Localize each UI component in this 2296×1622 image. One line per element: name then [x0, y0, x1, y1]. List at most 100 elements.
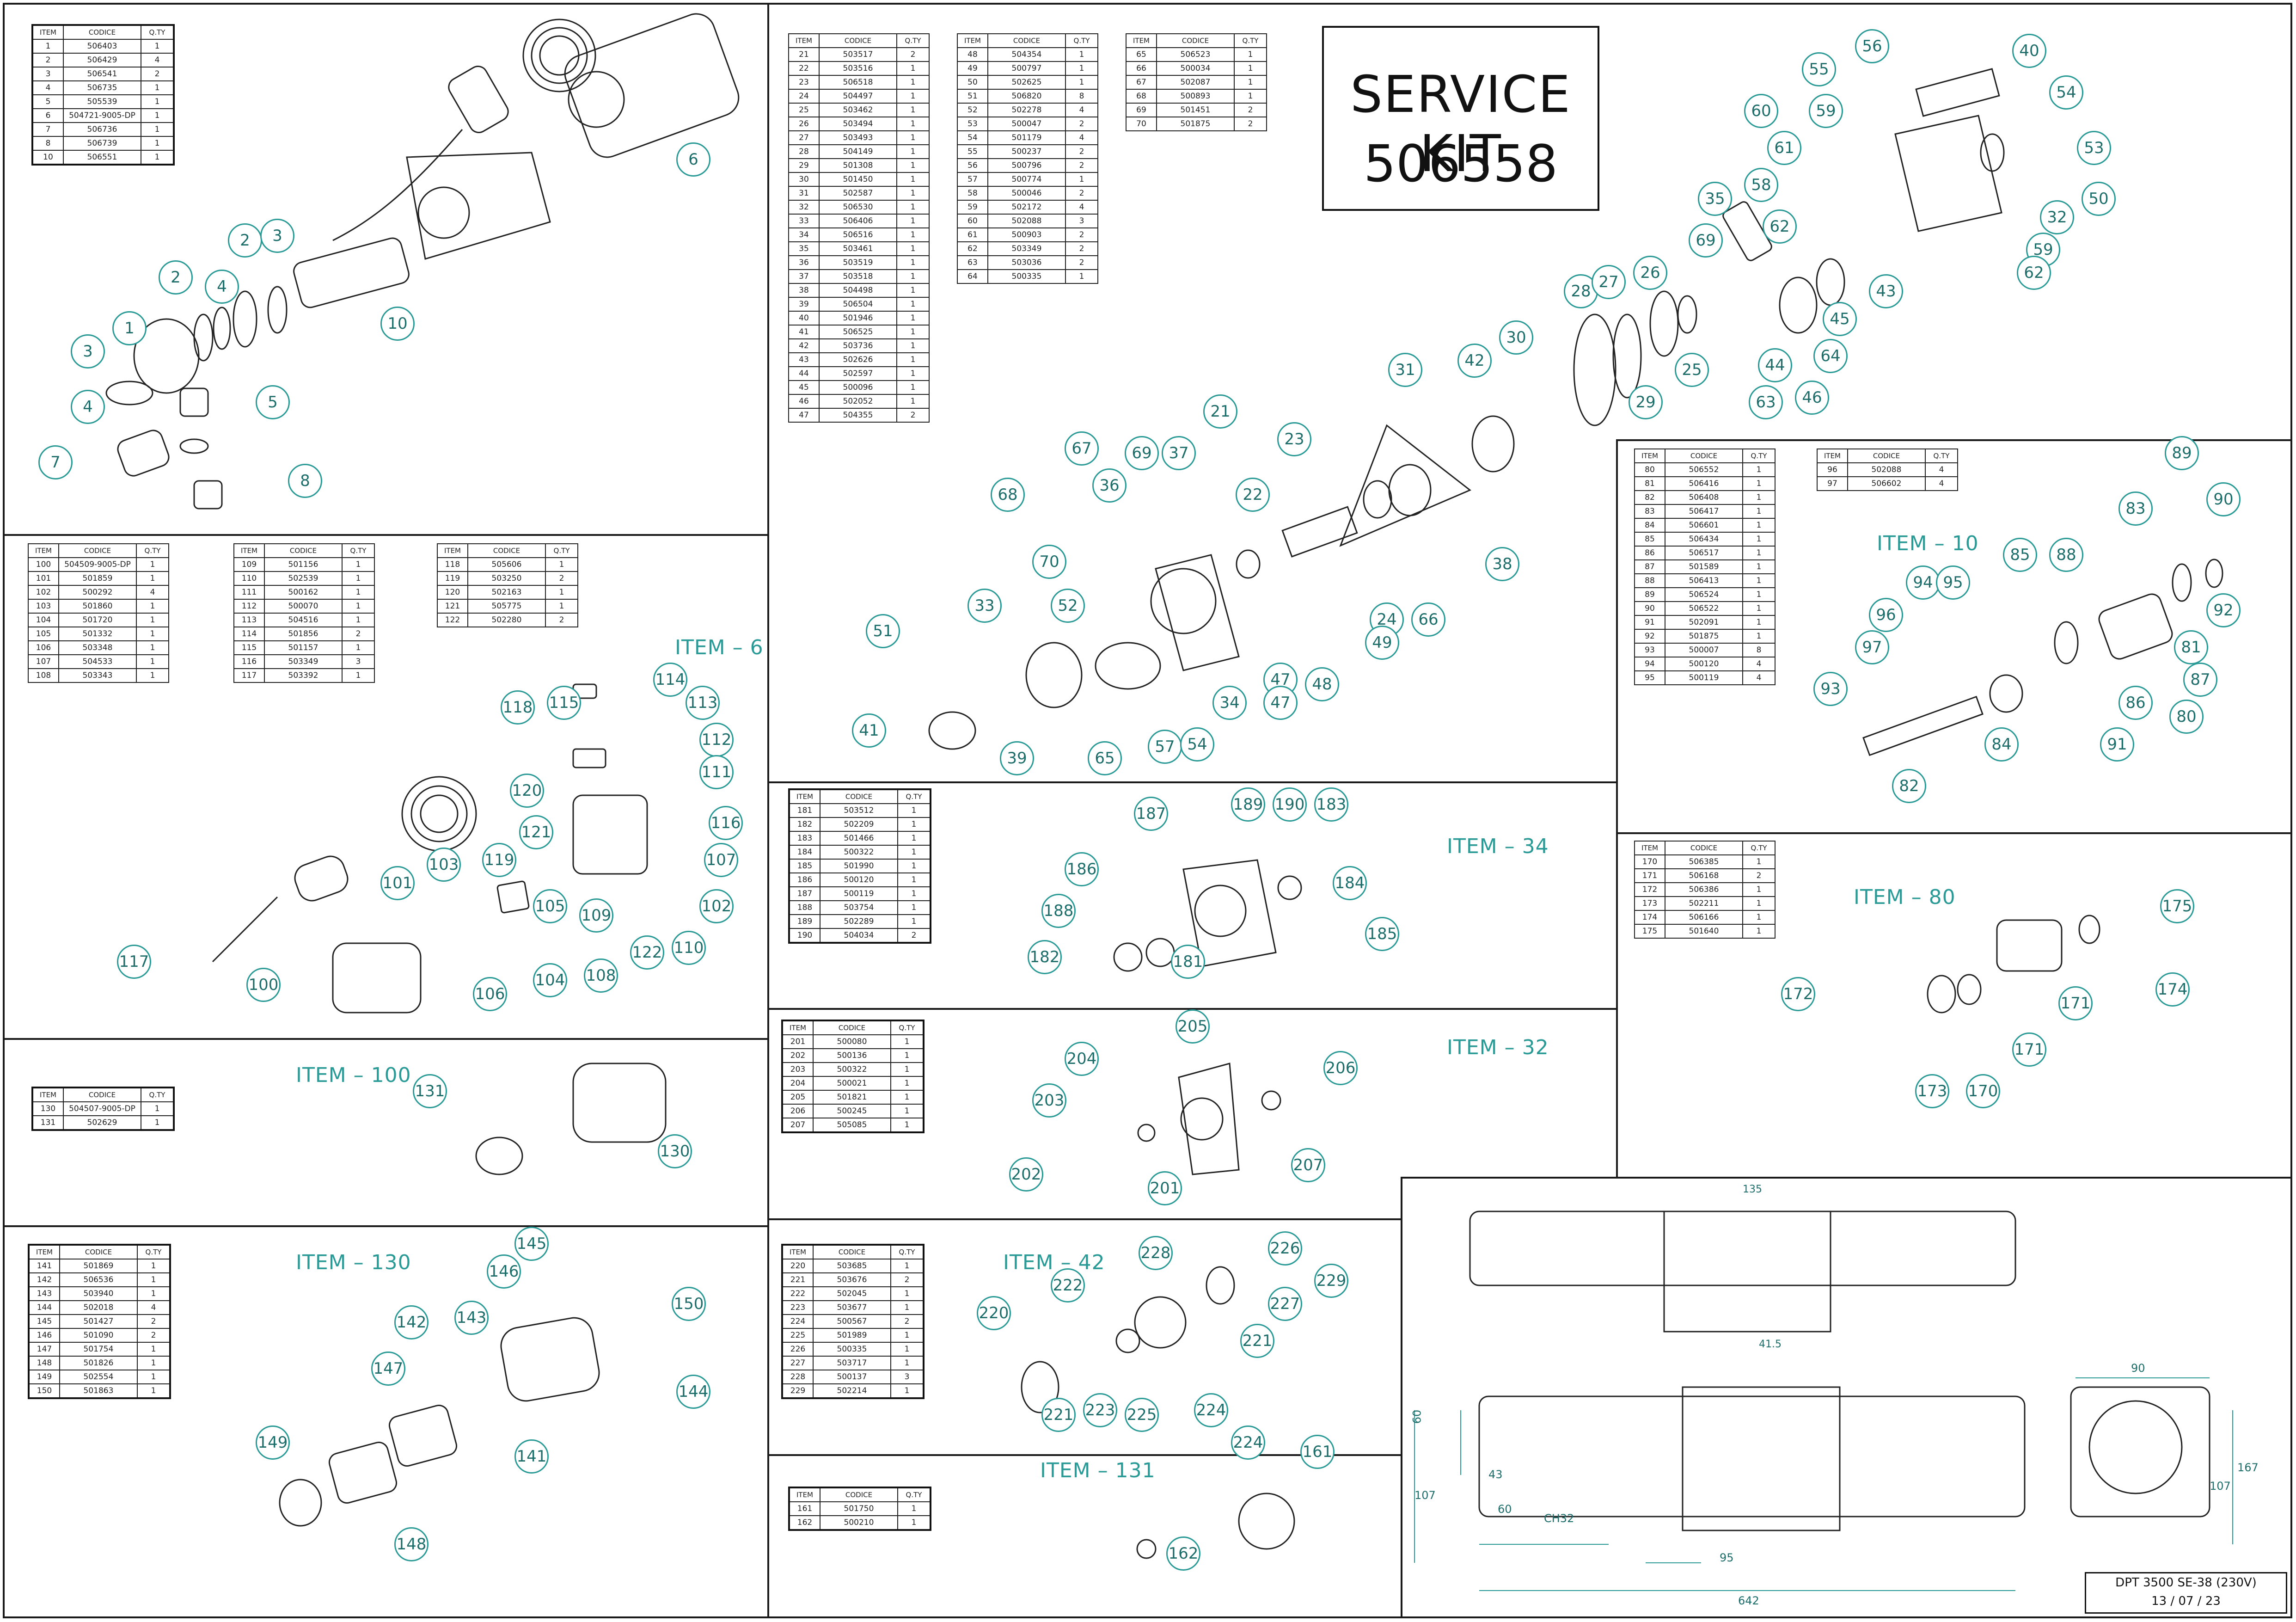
quantity-cell: 1 — [897, 886, 931, 901]
part-code-cell: 500021 — [813, 1076, 891, 1091]
part-code-cell: 503349 — [987, 241, 1066, 256]
item-number-cell: 184 — [789, 845, 820, 860]
item-number-cell: 86 — [1634, 546, 1665, 560]
item-number-cell: 67 — [1126, 75, 1157, 90]
part-code-cell: 503349 — [264, 654, 343, 669]
callout-item10: 96 — [1869, 598, 1903, 632]
callout-item32: 206 — [1323, 1051, 1358, 1085]
quantity-cell: 1 — [1065, 61, 1098, 76]
quantity-cell: 1 — [1234, 47, 1267, 62]
item-number-cell: 162 — [789, 1515, 820, 1530]
callout-item42: 221 — [1240, 1324, 1274, 1358]
item-number-cell: 100 — [28, 557, 59, 572]
part-code-cell: 501308 — [819, 158, 897, 173]
item-number-cell: 174 — [1634, 910, 1665, 925]
callout-kit: 31 — [1388, 353, 1422, 387]
item-number-cell: 94 — [1634, 657, 1665, 671]
part-code-cell: 500567 — [813, 1314, 891, 1329]
quantity-cell: 4 — [1925, 476, 1958, 491]
dim-60b: 60 — [1498, 1503, 1512, 1516]
item-number-cell: 1 — [32, 39, 64, 54]
table-header-qty: Q.TY — [890, 1020, 924, 1035]
bevel-gear-42 — [1471, 415, 1515, 473]
gearbox-housing-main — [406, 152, 551, 260]
item-number-cell: 2 — [32, 53, 64, 68]
table-header-item: ITEM — [782, 1244, 814, 1260]
item-number-cell: 225 — [782, 1328, 814, 1343]
part-code-cell: 501179 — [987, 130, 1066, 145]
item-number-cell: 221 — [782, 1272, 814, 1287]
item-number-cell: 7 — [32, 122, 64, 137]
quantity-cell: 2 — [1065, 241, 1098, 256]
quantity-cell: 2 — [1065, 227, 1098, 242]
part-code-cell: 500047 — [987, 117, 1066, 131]
quantity-cell: 1 — [897, 1501, 931, 1516]
callout-item10: 94 — [1906, 565, 1940, 600]
item-number-cell: 81 — [1634, 476, 1665, 491]
table-header-code: CODICE — [820, 1487, 898, 1502]
chuck-main — [133, 318, 200, 394]
quantity-cell: 4 — [1065, 130, 1098, 145]
sheet-border — [3, 3, 2292, 1618]
switch-housing-107 — [572, 794, 648, 875]
table-header-item: ITEM — [788, 33, 820, 48]
quantity-cell: 1 — [1742, 601, 1776, 616]
part-code-cell: 506536 — [59, 1272, 138, 1287]
item-number-cell: 37 — [788, 269, 820, 284]
part-code-cell: 500797 — [987, 61, 1066, 76]
item-number-cell: 46 — [788, 394, 820, 409]
callout-kit: 36 — [1092, 468, 1127, 503]
callout-kit: 60 — [1744, 94, 1778, 128]
part-code-cell: 502626 — [819, 352, 897, 367]
item-number-cell: 116 — [233, 654, 265, 669]
section-label-item131: ITEM – 131 — [1040, 1459, 1156, 1482]
callout-kit: 52 — [1051, 589, 1085, 623]
callout-item130: 146 — [487, 1254, 521, 1289]
quantity-cell: 1 — [136, 571, 169, 586]
item-number-cell: 10 — [32, 150, 64, 165]
item-number-cell: 64 — [957, 269, 988, 284]
callout-item6: 106 — [473, 977, 507, 1011]
item-number-cell: 103 — [28, 599, 59, 614]
item-number-cell: 227 — [782, 1356, 814, 1370]
part-code-cell: 502018 — [59, 1300, 138, 1315]
callout-kit: 56 — [1855, 29, 1889, 63]
part-code-cell: 500335 — [813, 1342, 891, 1357]
quantity-cell: 3 — [890, 1370, 924, 1384]
quantity-cell: 1 — [545, 557, 578, 572]
part-code-cell: 501869 — [59, 1259, 138, 1273]
part-code-cell: 504034 — [820, 928, 898, 943]
item-number-cell: 82 — [1634, 490, 1665, 505]
service-kit-box: SERVICE KIT 506558 — [1322, 26, 1599, 211]
callout-item34: 181 — [1171, 945, 1205, 979]
quantity-cell: 1 — [342, 571, 375, 586]
quantity-cell: 1 — [1742, 462, 1776, 477]
part-code-cell: 500120 — [1665, 657, 1743, 671]
quantity-cell: 1 — [896, 352, 930, 367]
item-number-cell: 41 — [788, 325, 820, 339]
callout-item10: 85 — [2003, 538, 2037, 572]
